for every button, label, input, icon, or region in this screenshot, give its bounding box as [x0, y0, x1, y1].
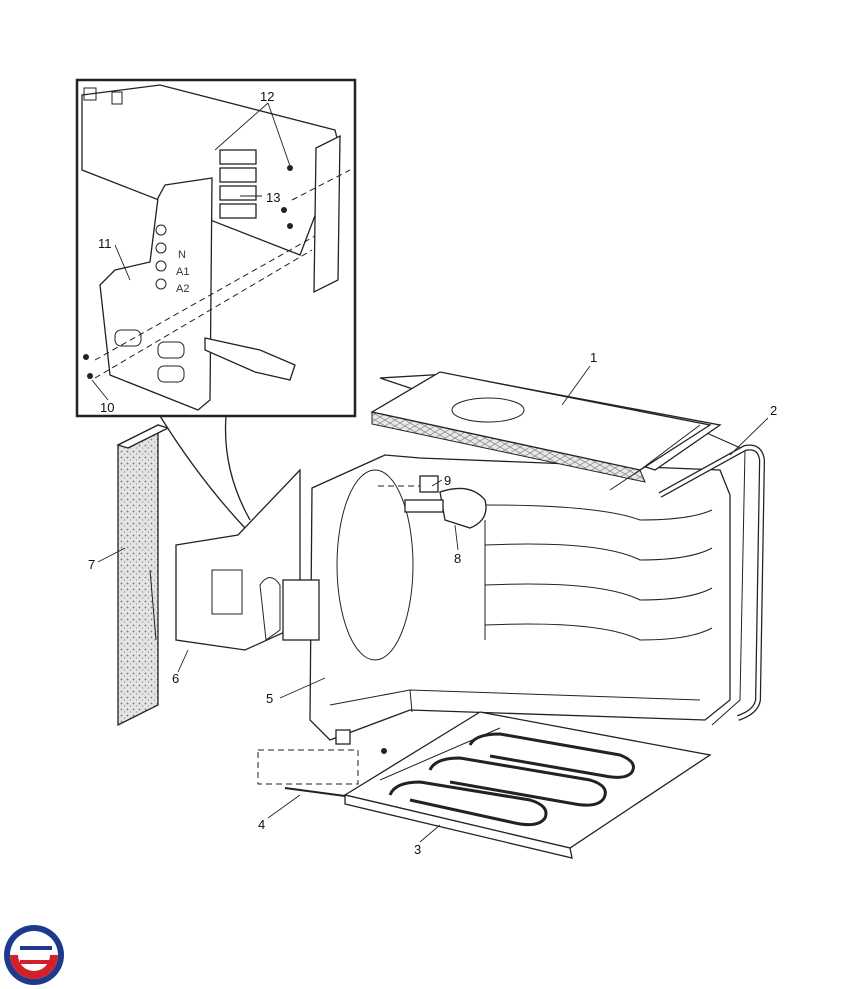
control-plate: N A1 A2 — [99, 177, 213, 411]
oven-lamp — [404, 487, 487, 529]
callout-leaders — [91, 102, 769, 843]
callout-10: 10 — [100, 400, 114, 415]
callout-11: 11 — [98, 236, 112, 251]
brand-logo — [4, 925, 64, 985]
callout-labels: 1 2 3 4 5 6 7 8 9 10 11 12 13 — [88, 89, 777, 857]
rear-insulation-panel — [116, 423, 170, 727]
lamp-holder — [378, 475, 439, 493]
callout-2: 2 — [770, 403, 777, 418]
callout-6: 6 — [172, 671, 179, 686]
callout-12: 12 — [260, 89, 274, 104]
element-terminal — [257, 748, 387, 797]
callout-7: 7 — [88, 557, 95, 572]
element-tray — [343, 711, 712, 859]
side-bracket — [149, 468, 320, 651]
detail-inset: N A1 A2 — [75, 78, 357, 529]
top-insulation — [370, 371, 722, 491]
callout-4: 4 — [258, 817, 265, 832]
terminal-block — [219, 149, 257, 219]
oven-cavity — [309, 429, 746, 745]
callout-8: 8 — [454, 551, 461, 566]
marking-a1: A1 — [176, 266, 189, 278]
callout-1: 1 — [590, 350, 597, 365]
callout-3: 3 — [414, 842, 421, 857]
door-seal — [658, 444, 766, 721]
heating-element — [388, 732, 635, 827]
marking-a2: A2 — [176, 283, 189, 295]
marking-n: N — [178, 249, 186, 261]
callout-13: 13 — [266, 190, 280, 205]
callout-5: 5 — [266, 691, 273, 706]
callout-9: 9 — [444, 473, 451, 488]
